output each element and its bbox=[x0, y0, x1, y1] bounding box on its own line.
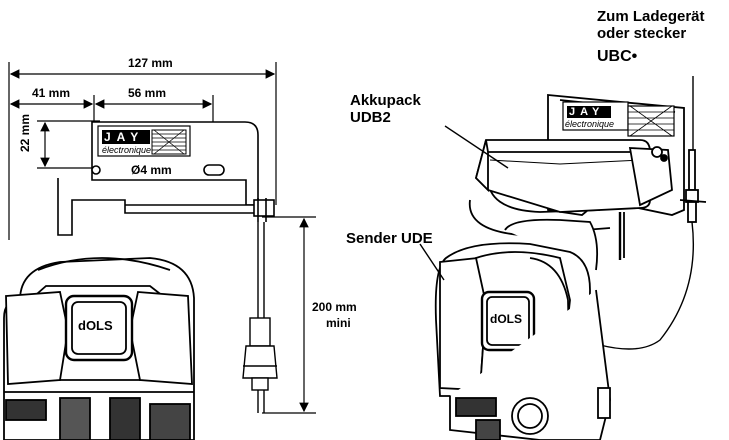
dim-min-length: 200 mm bbox=[312, 300, 357, 314]
dim-height: 22 mm bbox=[18, 113, 32, 152]
callout-charger-line3: UBC• bbox=[597, 48, 638, 65]
right-brand-sub: électronique bbox=[565, 119, 615, 129]
callout-transmitter: Sender UDE bbox=[346, 230, 433, 247]
left-brand-sub: électronique bbox=[102, 145, 152, 155]
callout-charger-line2: oder stecker bbox=[597, 25, 687, 42]
dim-left-offset: 41 mm bbox=[32, 86, 71, 100]
left-brand-logo: JAY bbox=[104, 130, 145, 144]
right-brand-logo: JAY bbox=[569, 106, 605, 118]
callout-lines bbox=[419, 76, 694, 281]
charger-cable bbox=[242, 222, 278, 413]
callout-battery-pack-line2: UDB2 bbox=[350, 109, 391, 126]
left-brand-plate bbox=[97, 125, 191, 157]
right-perspective-view bbox=[434, 94, 707, 440]
callout-battery-pack-line1: Akkupack bbox=[350, 92, 421, 109]
callout-charger-line1: Zum Ladegerät bbox=[597, 8, 705, 25]
dim-hole-spacing: 56 mm bbox=[128, 86, 167, 100]
left-device-body bbox=[3, 257, 195, 440]
dim-min-length-suffix: mini bbox=[326, 316, 351, 330]
left-device-badge: dOLS bbox=[78, 318, 113, 333]
dim-overall-width: 127 mm bbox=[128, 56, 173, 70]
right-device-badge: dOLS bbox=[490, 312, 522, 326]
dim-hole-diameter: Ø4 mm bbox=[131, 163, 172, 177]
